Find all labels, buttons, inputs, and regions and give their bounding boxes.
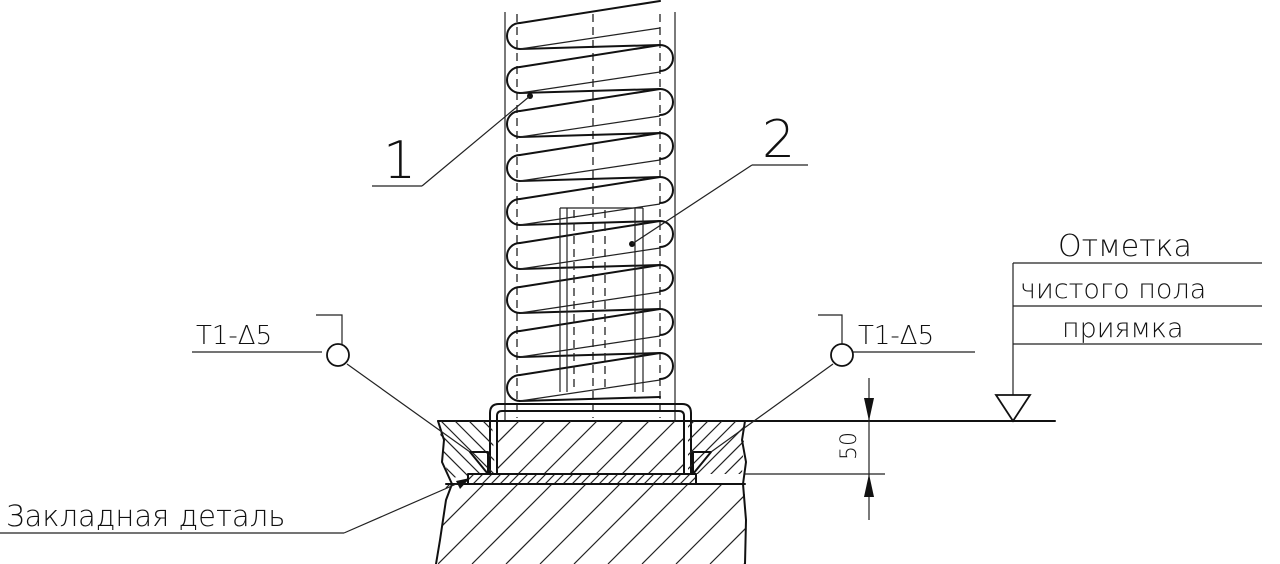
coil-loop-right — [659, 88, 674, 116]
coil-wire — [519, 44, 661, 68]
coil-loop-left — [506, 22, 521, 50]
coil-loop-right — [659, 352, 674, 380]
coil-wire-back — [519, 159, 661, 182]
coil-loop-left — [506, 242, 521, 270]
coil-wire — [519, 88, 661, 94]
level-mark-line3: приямка — [1062, 313, 1184, 344]
coil-loop-right — [659, 264, 674, 292]
coil-loop-left — [506, 198, 521, 226]
embedded-part-label: Закладная деталь — [6, 499, 285, 533]
coil-wire — [519, 352, 661, 358]
coil-wire-back — [519, 291, 661, 314]
coil-loop-right — [659, 176, 674, 204]
coil-wire — [519, 132, 661, 138]
coil-wire — [519, 264, 661, 270]
weld-symbol-circle-right — [830, 343, 854, 367]
coil-wire — [519, 176, 661, 200]
floor-level-mark: Отметка чистого пола приямка — [994, 229, 1262, 423]
weld-fillet-right — [692, 451, 712, 475]
coil-wire-back — [519, 27, 661, 50]
coil-wire — [519, 220, 661, 226]
coil-loop-left — [506, 66, 521, 94]
level-mark-line1: Отметка — [1058, 229, 1192, 264]
coil-wire — [519, 132, 661, 156]
coil-loop-left — [506, 154, 521, 182]
coil-wire — [519, 44, 661, 50]
callout-2: 2 — [629, 110, 808, 247]
coil-wire — [519, 176, 661, 182]
coil-wire-back — [519, 379, 661, 402]
spring-cup — [489, 403, 692, 475]
coil-wire — [519, 396, 661, 402]
callout-1: 1 — [372, 93, 533, 191]
weld-left-label: T1-∆5 — [196, 321, 272, 351]
level-mark-line2: чистого пола — [1020, 274, 1206, 305]
weld-callout-right: T1-∆5 — [710, 314, 975, 453]
coil-wire-back — [519, 115, 661, 138]
coil-loop-left — [506, 374, 521, 402]
spring-coils — [506, 0, 674, 402]
coil-wire-back — [519, 335, 661, 358]
spring — [504, 0, 676, 420]
dimension-value: 50 — [837, 432, 862, 460]
coil-wire — [519, 220, 661, 244]
coil-wire-back — [519, 71, 661, 94]
coil-loop-right — [659, 44, 674, 72]
coil-loop-left — [506, 330, 521, 358]
callout-1-label: 1 — [383, 131, 416, 191]
weld-fillet-left — [469, 451, 489, 475]
coil-loop-right — [659, 132, 674, 160]
weld-right-label: T1-∆5 — [858, 321, 934, 351]
level-triangle-icon — [994, 394, 1032, 423]
weld-callout-left: T1-∆5 — [192, 314, 471, 453]
coil-loop-left — [506, 110, 521, 138]
floor-section — [435, 420, 1056, 564]
coil-wire — [519, 264, 661, 288]
weld-symbol-circle-left — [326, 343, 350, 367]
coil-loop-right — [659, 308, 674, 336]
coil-wire-back — [519, 247, 661, 270]
coil-wire — [519, 308, 661, 314]
coil-wire — [519, 88, 661, 112]
dimension-50: 50 — [837, 378, 874, 520]
callout-2-label: 2 — [762, 110, 795, 170]
coil-loop-left — [506, 286, 521, 314]
coil-wire — [519, 352, 661, 376]
coil-wire — [519, 0, 661, 24]
coil-wire — [519, 308, 661, 332]
embedded-part-callout: Закладная деталь — [0, 477, 471, 534]
damper-insert — [559, 207, 644, 392]
